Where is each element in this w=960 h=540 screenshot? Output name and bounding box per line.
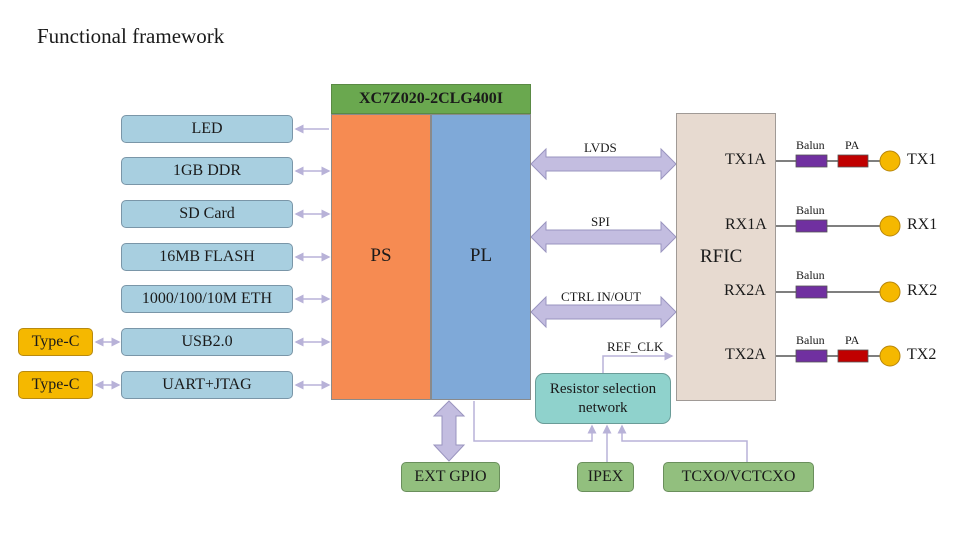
- pa-tx2: [837, 349, 869, 363]
- pa-label-tx2: PA: [845, 333, 860, 347]
- rsn-line1: Resistor selection: [549, 380, 657, 397]
- port-tx2a: TX2A: [725, 346, 766, 363]
- pa-label-tx1: PA: [845, 138, 860, 152]
- rfic-block: [676, 113, 776, 401]
- bus-label-lvds: LVDS: [584, 140, 617, 155]
- page-title: Functional framework: [37, 24, 225, 48]
- bus-label-spi: SPI: [591, 214, 610, 229]
- ipex-box: IPEX: [577, 462, 634, 492]
- link-tcxo-rsn: [617, 424, 748, 462]
- resistor-selection-network: Resistor selection network: [535, 373, 671, 424]
- chip-ps: PS: [331, 114, 431, 400]
- antenna-label-tx1: TX1: [907, 151, 937, 168]
- tcxo-box: TCXO/VCTCXO: [663, 462, 814, 492]
- ps-label: PS: [370, 245, 392, 266]
- bus-arrow-gpio: [432, 400, 466, 462]
- antenna-icon-tx1: [879, 150, 901, 172]
- antenna-label-tx2: TX2: [907, 346, 937, 363]
- connector-typec-usb: Type-C: [18, 328, 93, 356]
- balun-label-rx2: Balun: [796, 268, 825, 282]
- antenna-icon-tx2: [879, 345, 901, 367]
- antenna-icon-rx1: [879, 215, 901, 237]
- peripheral-sd-card: SD Card: [121, 200, 293, 228]
- balun-rx2: [795, 285, 828, 299]
- ref-clk-label: REF_CLK: [607, 339, 664, 354]
- port-tx1a: TX1A: [725, 151, 766, 168]
- balun-tx1: [795, 154, 828, 168]
- antenna-label-rx1: RX1: [907, 216, 938, 233]
- peripheral-uart-jtag: UART+JTAG: [121, 371, 293, 399]
- balun-label-rx1: Balun: [796, 203, 825, 217]
- peripheral-flash: 16MB FLASH: [121, 243, 293, 271]
- bus-label-ctrl: CTRL IN/OUT: [561, 289, 642, 304]
- connector-typec-uart: Type-C: [18, 371, 93, 399]
- antenna-icon-rx2: [879, 281, 901, 303]
- link-ref-clk: [602, 351, 674, 373]
- pa-tx1: [837, 154, 869, 168]
- rsn-line2: network: [578, 399, 628, 416]
- peripheral-led: LED: [121, 115, 293, 143]
- port-rx1a: RX1A: [725, 216, 767, 233]
- balun-label-tx2: Balun: [796, 333, 825, 347]
- ext-gpio-box: EXT GPIO: [401, 462, 500, 492]
- balun-tx2: [795, 349, 828, 363]
- link-pl-rsn: [473, 401, 597, 442]
- balun-rx1: [795, 219, 828, 233]
- peripheral-eth: 1000/100/10M ETH: [121, 285, 293, 313]
- pl-label: PL: [469, 245, 493, 266]
- port-rx2a: RX2A: [724, 282, 766, 299]
- rfic-label: RFIC: [700, 246, 743, 267]
- peripheral-usb: USB2.0: [121, 328, 293, 356]
- chip-header: XC7Z020-2CLG400I: [331, 84, 531, 114]
- chip-pl: PL: [431, 114, 531, 400]
- peripheral-ddr: 1GB DDR: [121, 157, 293, 185]
- balun-label-tx1: Balun: [796, 138, 825, 152]
- antenna-label-rx2: RX2: [907, 282, 938, 299]
